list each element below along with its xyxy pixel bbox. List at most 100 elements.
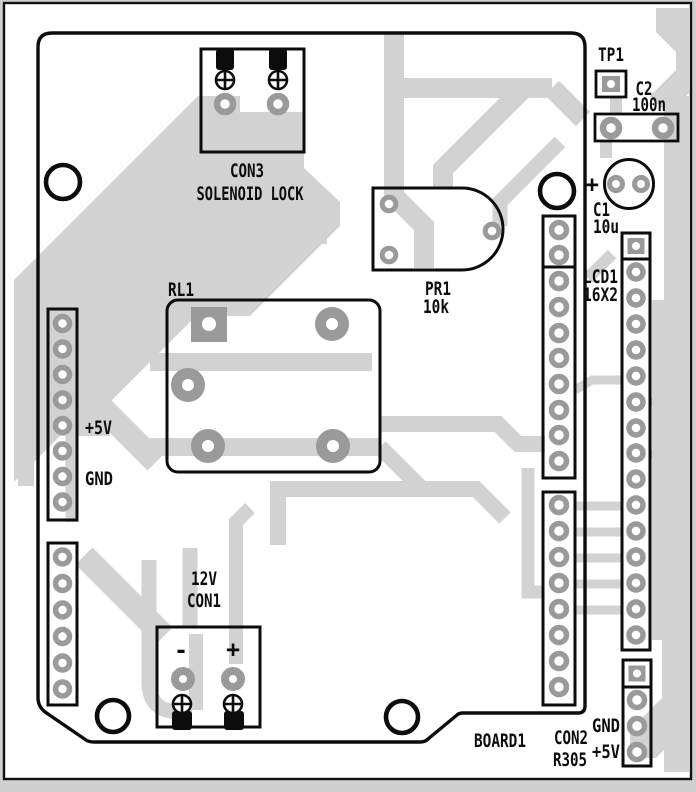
lcd1-value-label: 16X2 [583, 284, 618, 306]
solder-pad [213, 92, 237, 116]
mount-hole-bottom-left [94, 697, 132, 735]
pour-trace [374, 441, 426, 493]
solder-pad [266, 92, 290, 116]
header-pads [626, 262, 646, 645]
c1-label: C1 [593, 199, 610, 221]
left-power-header: +5V GND [46, 307, 113, 522]
con1-screw-terminal: 12V CON1 - + [155, 568, 262, 730]
copper-pour-ghost-layer [14, 8, 690, 772]
con2-gnd-label: GND [592, 715, 620, 737]
con2-label: CON2 [554, 727, 588, 749]
con1-tab-icon [172, 711, 192, 730]
con1-screw-icons [171, 693, 244, 715]
con3-function-label: SOLENOID LOCK [197, 183, 304, 205]
solder-pad [316, 429, 350, 463]
pr1-preset-trimmer: PR1 10k [371, 186, 505, 318]
c2-capacitor: C2 100n [593, 78, 680, 143]
header-pads [52, 313, 73, 512]
con2-header: GND +5V CON2 R305 [553, 658, 653, 771]
pour-blob-top-right [650, 8, 690, 114]
con3-tab-icon [269, 49, 287, 70]
pour-trace [583, 249, 617, 283]
pour-trace [75, 381, 165, 471]
rl1-relay: RL1 [165, 279, 382, 474]
lcd1-header: LCD1 16X2 [583, 231, 652, 652]
pour-trace [384, 33, 434, 268]
digital-header-upper [541, 214, 577, 480]
pour-trace [492, 136, 566, 226]
con3-label: CON3 [230, 160, 264, 182]
header-body [46, 307, 79, 522]
pour-jog [572, 375, 622, 394]
header-pads [626, 689, 648, 763]
rl1-label: RL1 [168, 279, 194, 301]
pad-hole [632, 242, 640, 250]
screw-cross-icon [269, 71, 287, 89]
header-body [621, 685, 653, 768]
left-gnd-label: GND [85, 468, 113, 490]
pour-trace [271, 108, 327, 244]
solder-pad [379, 194, 399, 214]
board-outline [36, 31, 587, 744]
con3-screw-icons [214, 69, 289, 91]
header-body [46, 541, 79, 707]
c1-body [603, 158, 655, 210]
rl1-body [165, 298, 382, 474]
solder-pad [315, 307, 349, 341]
pour-trace [270, 481, 511, 545]
pad-hole [607, 80, 615, 88]
left-analog-header [46, 541, 79, 707]
solder-pad [191, 429, 225, 463]
mounting-holes [43, 162, 577, 736]
con1-tab-icon [224, 711, 244, 730]
c1-polarity-mark: + [585, 172, 599, 198]
header-pads [548, 270, 570, 472]
c1-electrolytic-capacitor: + C1 10u [585, 158, 655, 238]
pr1-body [371, 186, 505, 272]
con2-value-label: R305 [553, 749, 587, 771]
header-pads [52, 547, 73, 699]
solder-pad [171, 667, 195, 691]
con3-screw-terminal: CON3 SOLENOID LOCK [197, 47, 306, 205]
tp1-body [594, 69, 628, 99]
tp1-test-point: TP1 [594, 44, 628, 99]
c2-body [593, 112, 680, 143]
pour-trace [433, 80, 532, 188]
solder-pad [651, 116, 675, 140]
header-pads [548, 494, 570, 698]
lcd1-label: LCD1 [583, 266, 618, 288]
mount-hole-bottom-right [383, 698, 421, 736]
con1-pos-mark: + [226, 637, 240, 663]
pour-trace [521, 468, 543, 599]
con2-5v-label: +5V [592, 741, 620, 763]
con3-body [199, 47, 306, 154]
pour-trace [229, 503, 255, 664]
screw-cross-icon [173, 695, 191, 713]
header-body [541, 265, 577, 480]
pad-hole [633, 669, 641, 678]
solder-pad [599, 116, 623, 140]
digital-header-lower [541, 490, 577, 707]
mount-hole-top-right [537, 171, 577, 211]
con1-voltage-label: 12V [191, 568, 217, 590]
solder-pad [607, 175, 625, 193]
header-pads [548, 219, 570, 266]
pad-hole [202, 317, 216, 331]
mount-hole-top-left [43, 162, 83, 202]
pour-trace [380, 416, 545, 452]
con3-tab-icon [216, 49, 234, 70]
board-ref-label: BOARD1 [474, 730, 526, 752]
solder-pad [632, 175, 650, 193]
header-body [620, 257, 652, 652]
con1-neg-mark: - [174, 638, 188, 664]
solder-pad [221, 667, 245, 691]
solder-pad [482, 221, 502, 241]
c1-value-label: 10u [593, 216, 619, 238]
solder-pad [171, 368, 205, 402]
screw-cross-icon [224, 695, 242, 713]
tp1-label: TP1 [598, 44, 624, 66]
pour-trace [544, 80, 591, 127]
solder-pad [379, 245, 399, 265]
